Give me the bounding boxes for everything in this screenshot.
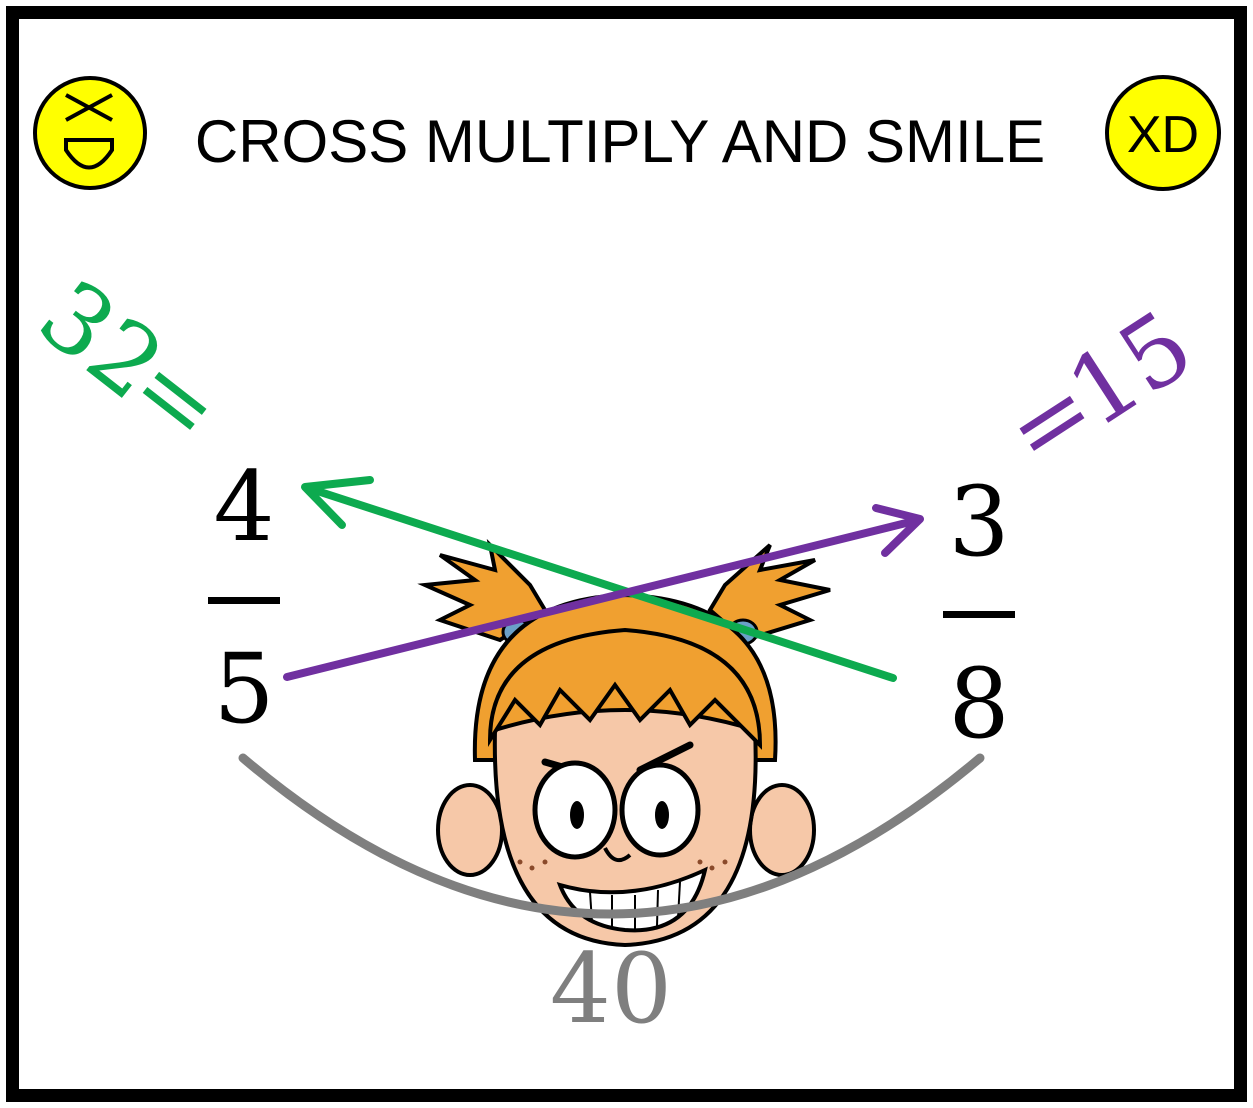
purple-cross-arrow [283, 504, 924, 681]
left-product-label: 32 = [19, 258, 243, 467]
xd-face-icon: XD [1105, 75, 1221, 191]
left-fraction-bar [208, 597, 280, 604]
page-title: CROSS MULTIPLY AND SMILE [195, 108, 1045, 175]
green-cross-arrow [301, 476, 897, 682]
right-fraction-bar [943, 611, 1015, 618]
xd-emoji-text: XD [1127, 106, 1199, 164]
grinning-girl-illustration [417, 538, 831, 948]
laughing-face-icon [33, 76, 147, 190]
bottom-product: 40 [550, 933, 672, 1045]
left-numerator: 4 [213, 451, 274, 563]
right-product-label: = 15 [986, 289, 1212, 490]
left-denominator: 5 [213, 633, 274, 745]
right-numerator: 3 [948, 466, 1009, 578]
smile-arc [238, 753, 985, 919]
right-denominator: 8 [948, 648, 1009, 760]
